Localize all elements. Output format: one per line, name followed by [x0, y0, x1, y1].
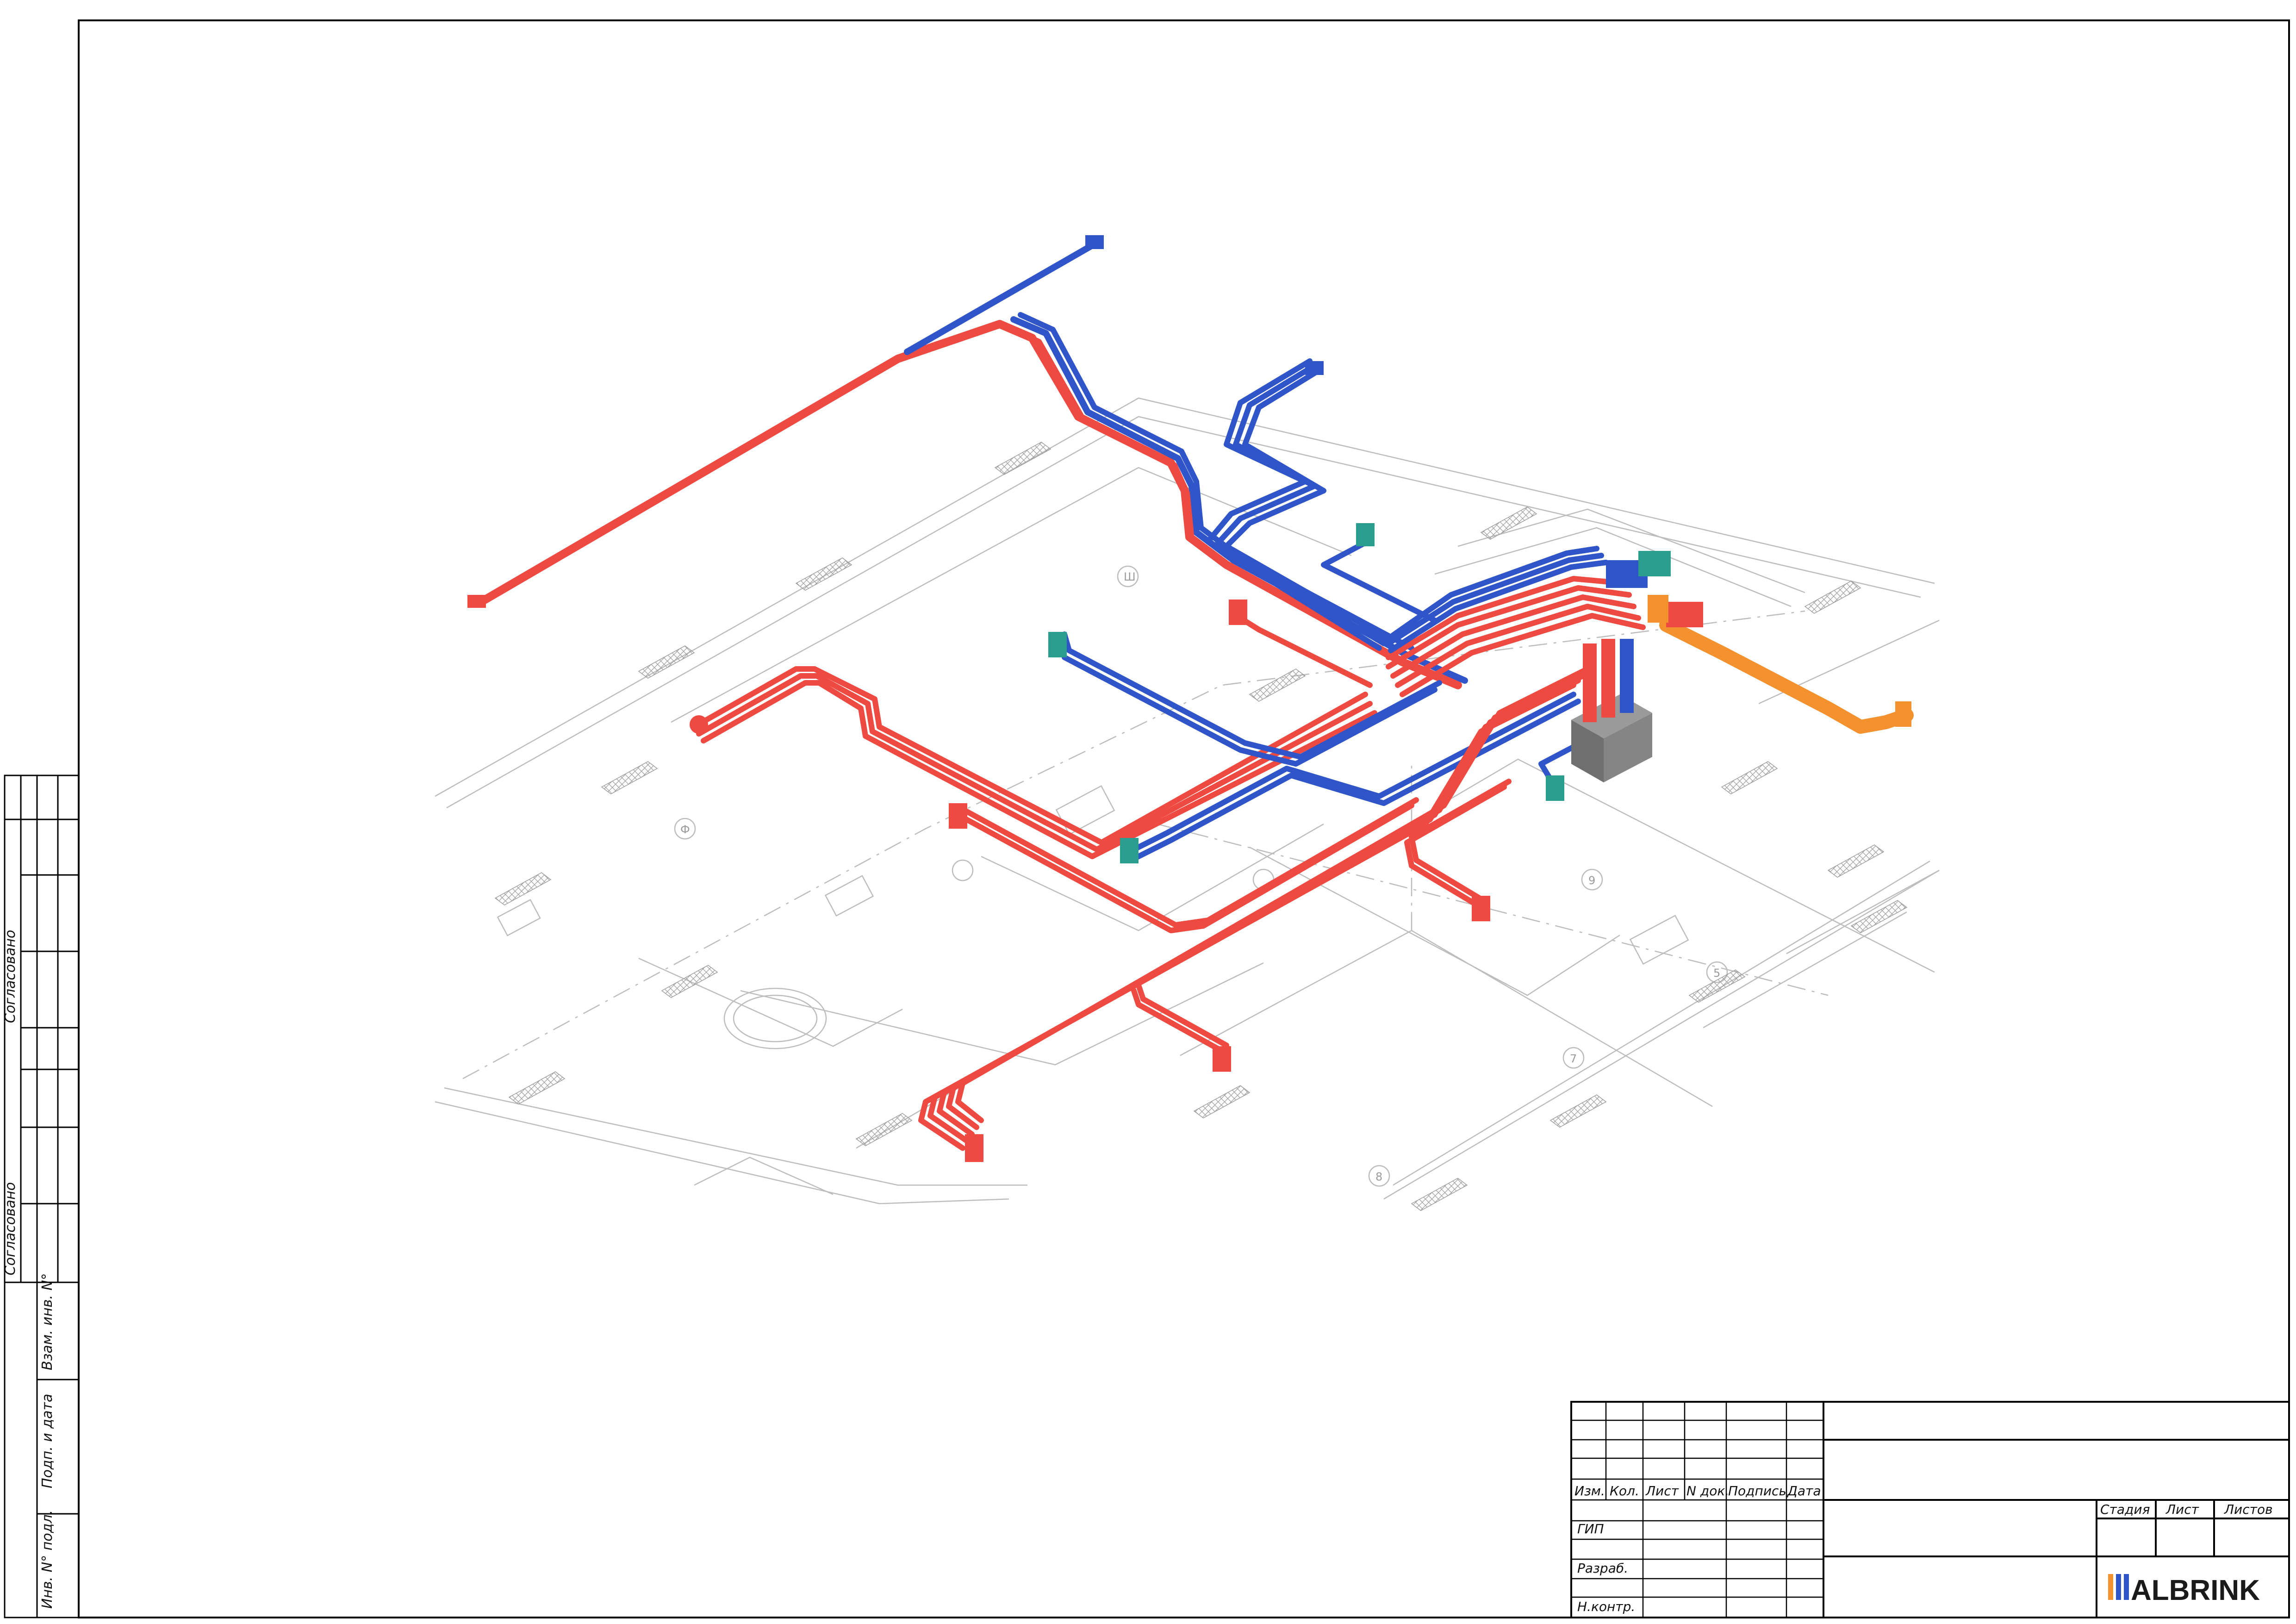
tb-header-sign: Подпись [1728, 1483, 1786, 1499]
tb-sheet: Лист [2165, 1502, 2199, 1517]
terminal-upper-right-blue [1305, 361, 1324, 375]
terminal-red-right [1472, 896, 1490, 921]
terminal-teal-left [1048, 632, 1067, 657]
terminal-teal-right [1546, 775, 1564, 801]
stamp-label-2: Согласовано [2, 1182, 19, 1275]
tb-role-gip: ГИП [1577, 1521, 1604, 1537]
plan-label-3: 9 [1588, 874, 1595, 887]
title-block-roles: ГИП Разраб. Н.контр. [1577, 1521, 1635, 1614]
plan-label-6: 8 [1375, 1170, 1382, 1183]
tb-role-norm-control: Н.контр. [1577, 1599, 1635, 1614]
stamp-label-1: Согласовано [2, 930, 19, 1023]
exhaust-duct [1659, 618, 1914, 734]
title-block [1570, 1401, 2290, 1618]
plan-axis-bubbles [674, 565, 1728, 1187]
sheet-frame [78, 19, 2290, 1618]
title-block-stage-headers: Стадия Лист Листов [2100, 1502, 2273, 1517]
plan-label-5: 7 [1570, 1052, 1577, 1065]
logo-bar-2 [2116, 1574, 2121, 1600]
title-block-grid [1571, 1402, 1823, 1618]
field-signature-date: Подп. и дата [39, 1394, 56, 1488]
plan-label-2: Ф [680, 823, 690, 836]
tb-role-developer: Разраб. [1577, 1561, 1628, 1576]
return-line-trunk [904, 242, 1095, 355]
terminal-red-bottom-center [1213, 1046, 1231, 1072]
logo-bar-3 [2124, 1574, 2129, 1600]
logo-text: ALBRINK [2131, 1574, 2260, 1606]
terminal-red-left [690, 715, 708, 734]
hatched-walls [494, 442, 1908, 1211]
left-margin-stamp [4, 775, 80, 1618]
terminal-orange-outlet [1895, 701, 1911, 727]
terminal-top-left-red [467, 595, 486, 608]
central-manifold-unit [1571, 551, 1703, 782]
tb-header-list: Лист [1645, 1483, 1679, 1499]
terminal-teal-top [1356, 523, 1375, 546]
plan-label-1: Ш [1124, 570, 1136, 583]
tb-header-kol: Кол. [1610, 1483, 1639, 1499]
floor-plan-background: Ш Ф 9 5 7 8 [435, 397, 1940, 1211]
tb-header-ndoc: N док. [1686, 1483, 1729, 1499]
terminal-teal-lower [1120, 838, 1139, 863]
terminal-units [467, 235, 1911, 1162]
tb-header-date: Дата [1786, 1483, 1821, 1499]
logo-bar-1 [2108, 1574, 2113, 1600]
terminal-red-lower-left [949, 803, 967, 829]
title-block-headers: Изм. Кол. Лист N док. Подпись Дата [1574, 1483, 1821, 1499]
tb-stage: Стадия [2100, 1502, 2150, 1517]
piping-network [477, 242, 1914, 1151]
terminal-red-bottom-left [965, 1134, 983, 1162]
tb-header-izm: Изм. [1574, 1483, 1605, 1499]
terminal-red-mid [1229, 600, 1247, 625]
terminal-top-blue [1085, 235, 1104, 249]
field-original-inv: Инв. N° подл. [39, 1510, 56, 1609]
plan-label-4: 5 [1713, 967, 1720, 980]
field-replacement-inv: Взам. инв. N° [39, 1273, 56, 1370]
albrink-logo: ALBRINK [2108, 1574, 2260, 1606]
tb-sheets-total: Листов [2224, 1502, 2273, 1517]
